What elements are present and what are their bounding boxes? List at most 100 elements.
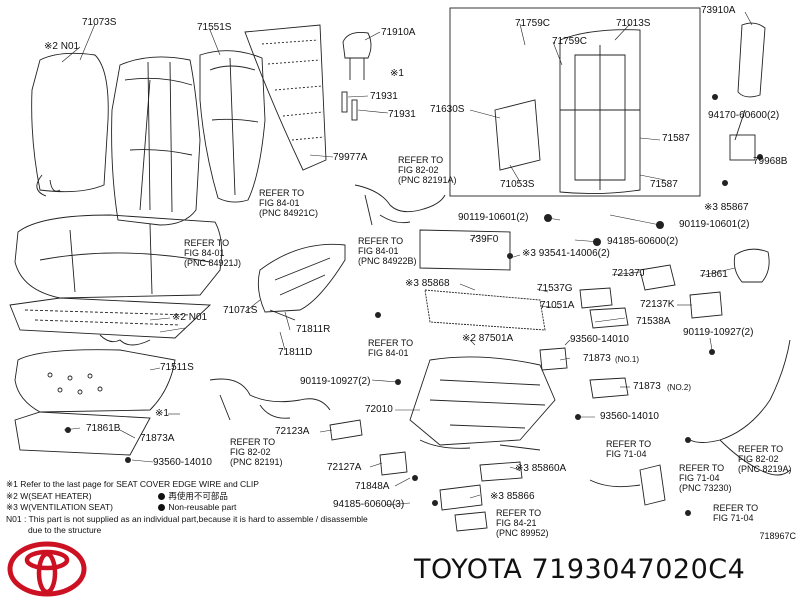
label-71551s: 71551S — [197, 22, 232, 33]
note-2: ※2 W(SEAT HEATER) — [6, 490, 92, 501]
note-3: ※3 W(VENTILATION SEAT) — [6, 502, 113, 512]
label-no2: (NO.2) — [667, 383, 691, 392]
label-73910a: 73910A — [701, 5, 736, 16]
label-72127a: 72127A — [327, 462, 362, 473]
label-71873a: 71873A — [140, 433, 175, 444]
label-72010: 72010 — [365, 404, 393, 415]
label-71811d: 71811D — [278, 347, 313, 358]
motor-79968b — [729, 134, 756, 161]
cover-71873-no1 — [539, 347, 568, 371]
cushion-cover-71511s — [14, 349, 176, 413]
refer-8219a: REFER TO FIG 82-02 (PNC 8219A) — [738, 444, 792, 474]
label-71848a: 71848A — [355, 481, 390, 492]
label-93560-c: 93560-14010 — [153, 457, 212, 468]
note-5: due to the structure — [28, 525, 102, 535]
note-1: ※1 Refer to the last page for SEAT COVER… — [6, 479, 259, 489]
label-71931-a: 71931 — [370, 91, 398, 102]
label-no1: (NO.1) — [615, 355, 639, 364]
filled-circle-icon — [158, 492, 166, 500]
note-3-row: ※3 W(VENTILATION SEAT) Non-reusable part — [6, 502, 368, 514]
harness-82191 — [209, 378, 331, 411]
seatback-pad-71073s — [31, 52, 109, 197]
refer-82191a: REFER TO FIG 82-02 (PNC 82191A) — [398, 155, 457, 185]
label-90119-b: 90119-10601(2) — [679, 219, 750, 230]
label-note1-a: ※1 — [390, 68, 404, 79]
label-94185-b: 94185-60600(3) — [333, 499, 405, 510]
note-2-jp: 再使用不可部品 — [168, 490, 228, 501]
label-79977a: 79977A — [333, 152, 368, 163]
refer-84922b: REFER TO FIG 84-01 (PNC 84922B) — [358, 236, 417, 266]
label-71759c-a: 71759C — [515, 18, 551, 29]
note-4: N01 : This part is not supplied as an in… — [6, 513, 368, 524]
seat-frame-72010 — [409, 229, 556, 451]
back-frame-71630s — [559, 29, 641, 195]
label-71511s: 71511S — [160, 362, 194, 373]
side-shield-71811r — [257, 243, 346, 313]
frame-inset-box — [449, 7, 701, 197]
label-90119-c: 90119-10927(2) — [683, 327, 754, 338]
toyota-logo-icon — [7, 541, 87, 597]
label-93560-b: 93560-14010 — [600, 411, 659, 422]
label-93541: ※3 93541-14006(2) — [522, 248, 610, 259]
cover-71537g — [579, 287, 613, 309]
buckle-73230 — [639, 464, 666, 506]
refer-73230: REFER TO FIG 71-04 (PNC 73230) — [679, 463, 732, 493]
cover-72127a — [379, 451, 408, 476]
bracket-71053s — [494, 99, 541, 171]
note-3-en: Non-reusable part — [168, 502, 237, 512]
note-2-row: ※2 W(SEAT HEATER) 再使用不可部品 — [6, 491, 368, 503]
label-71861: 71861 — [700, 269, 728, 280]
label-71873-no2: 71873 — [633, 381, 661, 392]
plate-71873a — [14, 411, 151, 456]
fasteners — [65, 94, 763, 516]
label-72123a: 72123A — [275, 426, 310, 437]
refer-84-01: REFER TO FIG 84-01 — [368, 338, 414, 358]
bracket-72137k — [689, 291, 723, 319]
label-94185-a: 94185-60600(2) — [607, 236, 679, 247]
label-71073s: 71073S — [82, 17, 117, 28]
brand-part-number: TOYOTA 7193047020C4 — [414, 554, 746, 585]
label-71587-b: 71587 — [650, 179, 678, 190]
refer-71-04-b: REFER TO FIG 71-04 — [713, 503, 759, 523]
label-71759c-b: 71759C — [552, 36, 588, 47]
refer-82191: REFER TO FIG 82-02 (PNC 82191) — [230, 437, 283, 467]
label-94170: 94170-60600(2) — [708, 110, 780, 121]
seatback-cover — [111, 56, 201, 226]
label-85860a: ※3 85860A — [515, 463, 567, 474]
label-n01-top: ※2 N01 — [44, 41, 80, 52]
label-71910a: 71910A — [381, 27, 416, 38]
bracket-72137j — [639, 264, 676, 291]
label-71071s: 71071S — [223, 305, 258, 316]
refer-71-04-a: REFER TO FIG 71-04 — [606, 439, 652, 459]
cover-71873-no2 — [589, 377, 629, 399]
cover-71538a — [589, 307, 629, 329]
cover-71551s — [199, 50, 266, 203]
label-85867: ※3 85867 — [704, 202, 749, 213]
label-71051a: 71051A — [540, 300, 575, 311]
refer-84921c: REFER TO FIG 84-01 (PNC 84921C) — [259, 188, 319, 218]
label-71053s: 71053S — [500, 179, 535, 190]
harness-82191a — [354, 184, 446, 213]
label-79968b: 79968B — [753, 156, 788, 167]
label-71630s: 71630S — [430, 104, 465, 115]
label-87501a: ※2 87501A — [462, 333, 514, 344]
guide-73910a — [737, 22, 766, 98]
refer-89952: REFER TO FIG 84-21 (PNC 89952) — [496, 508, 549, 538]
label-85868: ※3 85868 — [405, 278, 450, 289]
label-note1-b: ※1 — [155, 408, 169, 419]
label-85866: ※3 85866 — [490, 491, 535, 502]
panel-79977a — [244, 24, 327, 171]
label-71013s: 71013S — [616, 18, 651, 29]
label-90119-d: 90119-10927(2) — [300, 376, 371, 387]
label-739f0: 739F0 — [470, 234, 499, 245]
refer-84921j: REFER TO FIG 84-01 (PNC 84921J) — [184, 238, 242, 268]
label-71587-a: 71587 — [662, 133, 690, 144]
cushion-pad — [14, 214, 223, 299]
footnotes: ※1 Refer to the last page for SEAT COVER… — [6, 479, 368, 537]
cover-89952 — [454, 511, 488, 532]
harness-right — [689, 339, 791, 443]
filled-circle-icon — [158, 504, 166, 512]
headrest-71861 — [733, 248, 770, 283]
